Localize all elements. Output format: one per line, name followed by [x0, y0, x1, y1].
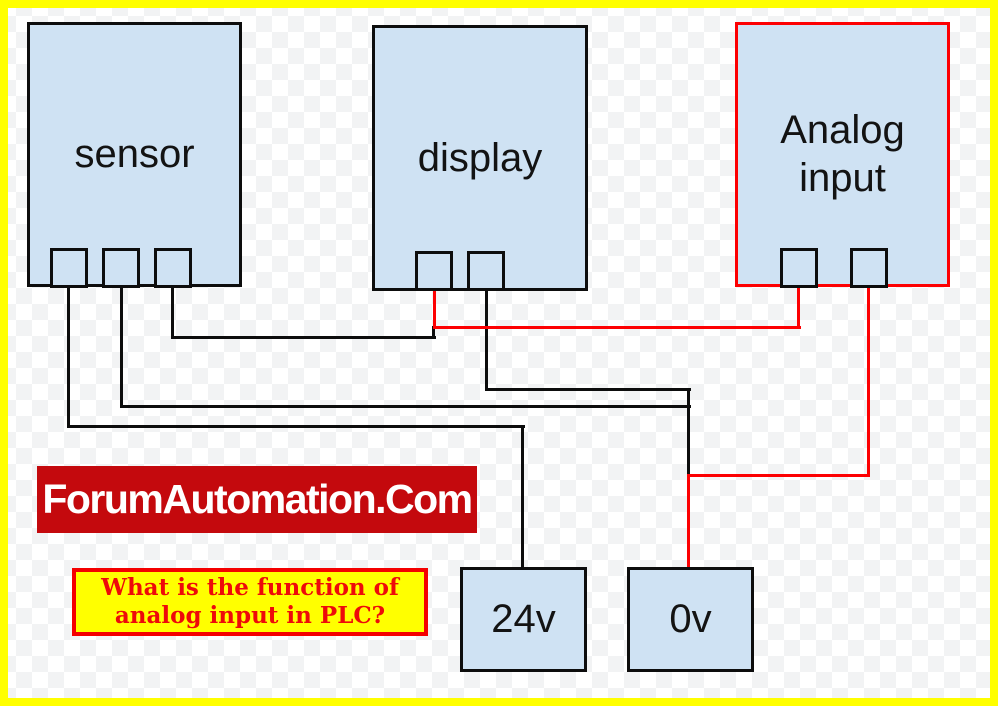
analog-input-label-line1: Analog: [780, 108, 905, 153]
question-line1: What is the function of: [101, 573, 399, 601]
wire-sensor-signal-run: [171, 336, 436, 339]
supply-24v-box: 24v: [460, 567, 587, 672]
watermark-text: ForumAutomation.Com: [42, 476, 473, 522]
display-terminal-1: [415, 251, 453, 291]
wire-0v-bus-vertical: [687, 388, 690, 477]
wire-display-to-analog-run: [433, 326, 801, 329]
analog-input-terminal-2: [850, 248, 888, 288]
sensor-box: sensor: [27, 22, 242, 287]
wire-sensor-to-24v-drop: [67, 287, 70, 428]
display-terminal-2: [467, 251, 505, 291]
wire-sensor-to-24v-riser: [521, 425, 524, 567]
question-line2: analog input in PLC?: [114, 602, 386, 629]
wire-sensor-to-0v-drop: [120, 287, 123, 408]
wire-sensor-to-0v-run: [120, 405, 691, 408]
wire-display-to-0v-drop: [485, 291, 488, 390]
wire-sensor-signal-drop: [171, 287, 174, 339]
sensor-label: sensor: [74, 132, 195, 176]
question-box: What is the function of analog input in …: [72, 568, 428, 636]
wire-analog-to-0v-riser: [687, 474, 690, 567]
analog-input-box: Analog input: [735, 22, 950, 287]
supply-24v-label: 24v: [491, 597, 556, 641]
analog-input-terminal-1: [780, 248, 818, 288]
sensor-terminal-3: [154, 248, 192, 288]
wire-display-to-analog-riser: [797, 287, 800, 329]
wire-display-to-analog-drop: [433, 291, 436, 329]
wire-sensor-signal-stub: [432, 326, 435, 339]
analog-input-label-line2: input: [799, 155, 886, 200]
supply-0v-box: 0v: [627, 567, 754, 672]
wire-sensor-to-24v-run: [67, 425, 525, 428]
wire-analog-to-0v-run: [687, 474, 870, 477]
sensor-terminal-1: [50, 248, 88, 288]
supply-0v-label: 0v: [669, 597, 712, 641]
wire-analog-to-0v-drop: [867, 287, 870, 477]
display-label: display: [417, 135, 543, 180]
watermark-banner: ForumAutomation.Com: [37, 466, 477, 533]
wire-display-to-0v-run: [485, 388, 691, 391]
sensor-terminal-2: [102, 248, 140, 288]
